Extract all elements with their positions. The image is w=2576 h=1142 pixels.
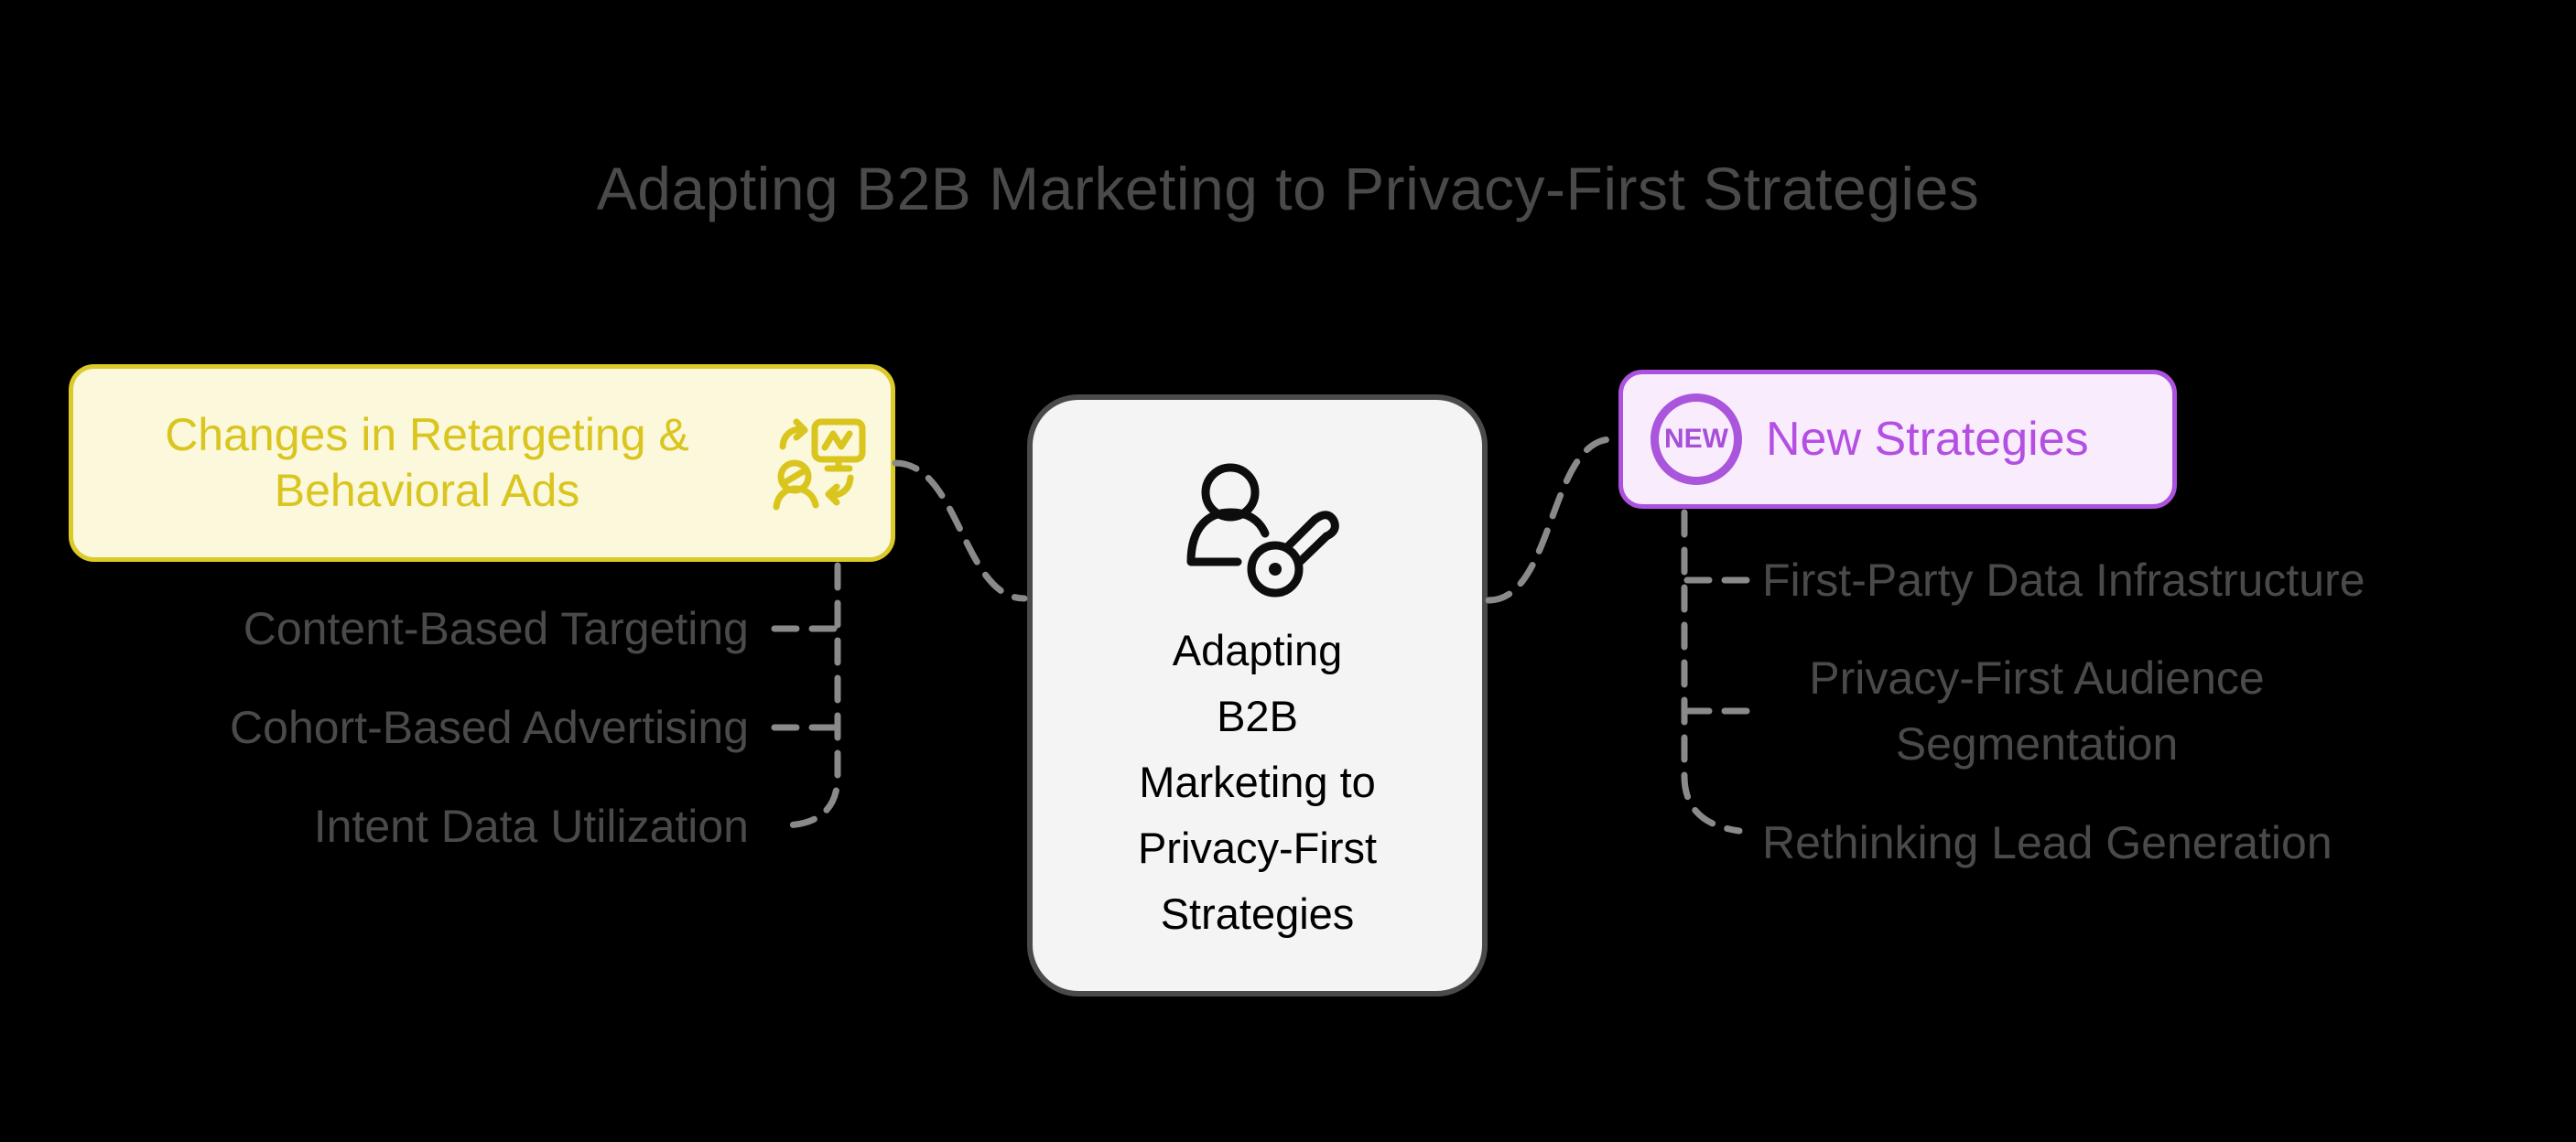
diagram-title: Adapting B2B Marketing to Privacy-First … — [596, 155, 1980, 222]
connector-left-branch-spine — [782, 562, 841, 829]
subtopic-rethinking-lead-generation[interactable]: Rethinking Lead Generation — [1762, 817, 2332, 868]
connector-center-to-right-topic — [1485, 436, 1616, 604]
topic-node-retargeting[interactable]: Changes in Retargeting & Behavioral Ads — [69, 364, 895, 562]
subtopic-cohort-based-advertising[interactable]: Cohort-Based Advertising — [230, 702, 749, 753]
subtopic-first-party-data[interactable]: First-Party Data Infrastructure — [1762, 555, 2365, 606]
subtopic-privacy-first-segmentation[interactable]: Privacy-First Audience Segmentation — [1809, 652, 2265, 770]
central-node-text: Adapting B2B Marketing to Privacy-First … — [1137, 626, 1378, 938]
topic-node-new-strategies[interactable]: NEW New Strategies — [1618, 370, 2177, 509]
subtopic-content-based-targeting[interactable]: Content-Based Targeting — [243, 603, 749, 654]
topic-label: Changes in Retargeting & Behavioral Ads — [165, 409, 689, 516]
topic-label: New Strategies — [1766, 413, 2089, 466]
central-node[interactable]: Adapting B2B Marketing to Privacy-First … — [1027, 394, 1488, 997]
new-badge-icon: NEW — [1651, 393, 1742, 485]
subtopic-intent-data-utilization[interactable]: Intent Data Utilization — [313, 801, 749, 852]
connector-left-topic-to-center — [892, 459, 1028, 602]
connector-right-branch-spine — [1681, 509, 1743, 835]
